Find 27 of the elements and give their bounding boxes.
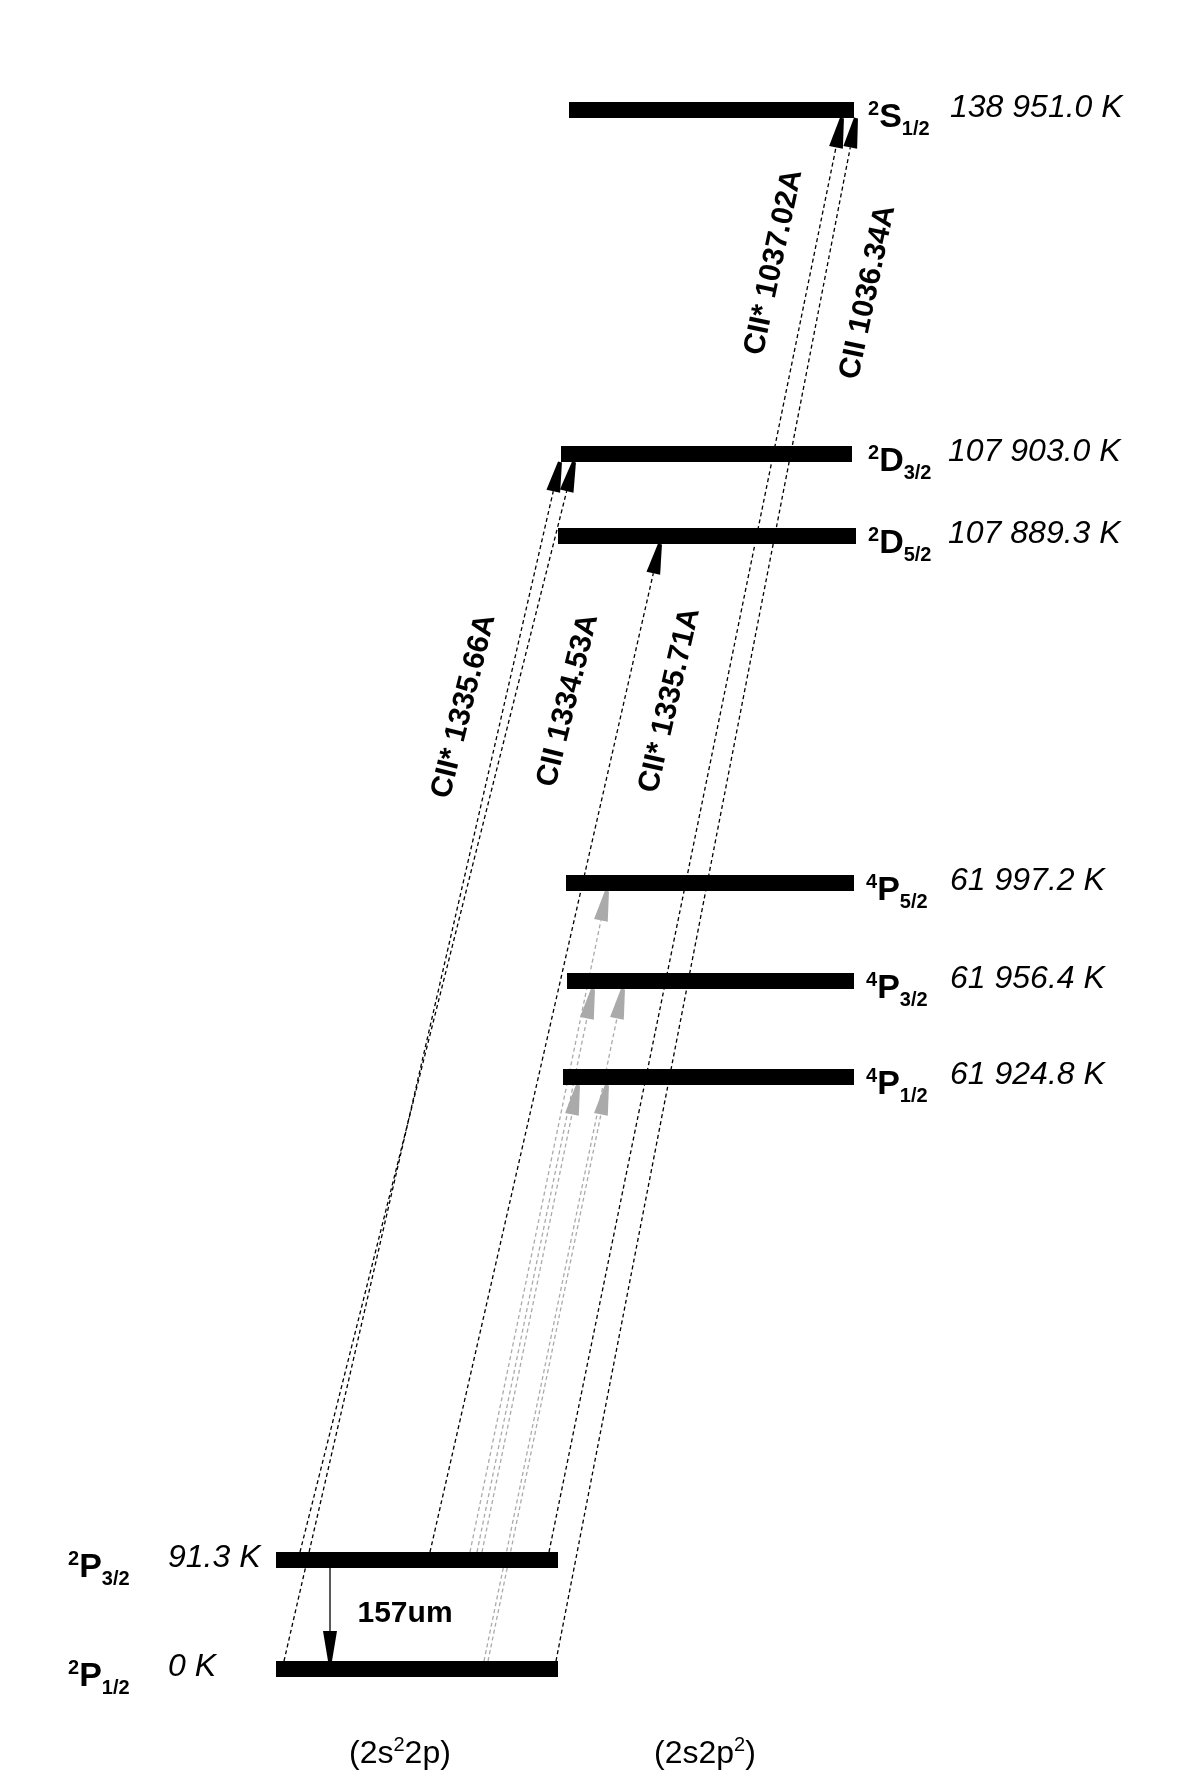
term-symbol: $^{2}$D$_{5/2}$ bbox=[868, 521, 932, 568]
transition-arrow bbox=[483, 988, 625, 1662]
term-symbol: $^{2}$P$_{1/2}$ bbox=[68, 1654, 130, 1701]
transition-arrow bbox=[476, 988, 595, 1553]
transition-arrow bbox=[429, 543, 662, 1553]
energy-value: 61 924.8 K bbox=[950, 1054, 1105, 1093]
transition-arrow bbox=[323, 1567, 337, 1661]
term-symbol: $^{4}$P$_{1/2}$ bbox=[866, 1062, 928, 1109]
term-symbol: $^{4}$P$_{5/2}$ bbox=[866, 868, 928, 915]
energy-value: 138 951.0 K bbox=[950, 87, 1123, 126]
energy-value: 61 997.2 K bbox=[950, 860, 1105, 899]
configuration-label: (2s$^{2}$2p) bbox=[349, 1732, 451, 1772]
energy-value: 61 956.4 K bbox=[950, 958, 1105, 997]
transition-arrow bbox=[481, 1084, 580, 1553]
energy-value: 107 903.0 K bbox=[948, 431, 1121, 470]
energy-value: 0 K bbox=[168, 1646, 217, 1685]
transition-arrow bbox=[283, 461, 562, 1662]
configuration-label: (2s2p$^{2}$) bbox=[654, 1732, 756, 1772]
transition-arrow bbox=[487, 1084, 609, 1662]
energy-value: 91.3 K bbox=[168, 1537, 261, 1576]
term-symbol: $^{4}$P$_{3/2}$ bbox=[866, 966, 928, 1013]
energy-value: 107 889.3 K bbox=[948, 513, 1121, 552]
term-symbol: $^{2}$S$_{1/2}$ bbox=[868, 95, 930, 142]
term-symbol: $^{2}$P$_{3/2}$ bbox=[68, 1545, 130, 1592]
term-symbol: $^{2}$D$_{3/2}$ bbox=[868, 439, 932, 486]
transition-arrow bbox=[299, 461, 576, 1553]
transition-arrow bbox=[469, 890, 609, 1553]
